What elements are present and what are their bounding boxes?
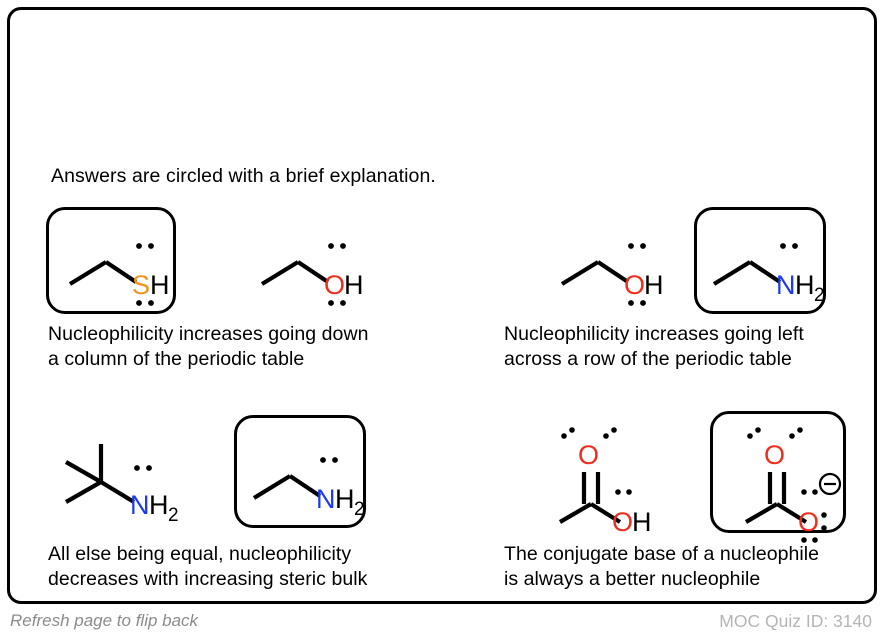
- lone-pair-dot: [148, 243, 154, 249]
- lone-pair-dot: [340, 243, 346, 249]
- lone-pair-dot: [780, 243, 786, 249]
- molecule-ethylamine[interactable]: N H 2: [702, 212, 827, 308]
- lone-pair-dot: [626, 489, 632, 495]
- lone-pair-dot: [628, 243, 634, 249]
- caption-top-right: Nucleophilicity increases going left acr…: [504, 323, 804, 370]
- lone-pair-dot: [146, 465, 152, 471]
- atom-subscript-2: 2: [814, 285, 825, 306]
- molecule-ethylamine[interactable]: N H 2: [242, 426, 367, 522]
- answer-highlight-box[interactable]: [46, 207, 176, 314]
- quiz-card: Answers are circled with a brief explana…: [7, 7, 877, 604]
- quadrant-top-left: S H O H Nucleophi: [40, 200, 460, 385]
- caption-top-left: Nucleophilicity increases going down a c…: [48, 323, 369, 370]
- molecule-row: O H N H 2: [498, 200, 884, 318]
- lone-pair-dot: [797, 427, 803, 433]
- lone-pair-dot: [628, 300, 634, 306]
- molecule-acetate-anion[interactable]: O O: [726, 416, 846, 543]
- lone-pair-dot: [561, 433, 567, 439]
- lone-pair-dot: [821, 525, 827, 531]
- lone-pair-dot: [611, 427, 617, 433]
- quadrant-top-right: O H N H 2 Nucleophilicity inc: [498, 200, 884, 385]
- caption-bottom-right: The conjugate base of a nucleophile is a…: [504, 543, 820, 590]
- atom-label-oxygen-hydroxyl: O: [612, 507, 633, 537]
- negative-charge-icon: [818, 472, 842, 496]
- atom-label-oxygen-carbonyl: O: [578, 440, 599, 470]
- lone-pair-dot: [755, 427, 761, 433]
- lone-pair-dot: [801, 489, 807, 495]
- molecule-row: O O H O: [498, 408, 884, 543]
- lone-pair-dot: [821, 512, 827, 518]
- atom-label-oxygen-anion: O: [798, 507, 819, 537]
- atom-label-hydrogen: H: [795, 270, 815, 300]
- lone-pair-dot: [136, 243, 142, 249]
- lone-pair-dot: [615, 489, 621, 495]
- atom-label-hydrogen: H: [149, 490, 169, 520]
- lone-pair-dot: [328, 243, 334, 249]
- lone-pair-dot: [320, 457, 326, 463]
- molecule-ethanol[interactable]: O H: [546, 212, 664, 308]
- lone-pair-dot: [340, 300, 346, 306]
- answer-highlight-box[interactable]: [694, 207, 826, 314]
- molecule-row: S H O H: [40, 200, 460, 318]
- lone-pair-dot: [640, 243, 646, 249]
- atom-label-nitrogen: N: [130, 490, 150, 520]
- atom-label-nitrogen: N: [316, 484, 336, 514]
- lone-pair-dot: [812, 537, 818, 543]
- atom-subscript-2: 2: [354, 499, 365, 520]
- molecule-acetic-acid[interactable]: O O H: [522, 416, 652, 537]
- lone-pair-dot: [328, 300, 334, 306]
- molecule-row: N H 2 N H 2: [40, 408, 460, 534]
- intro-text: Answers are circled with a brief explana…: [51, 165, 436, 187]
- atom-label-sulfur: S: [132, 270, 150, 300]
- atom-label-nitrogen: N: [776, 270, 796, 300]
- lone-pair-dot: [603, 433, 609, 439]
- lone-pair-dot: [332, 457, 338, 463]
- molecule-ethanethiol[interactable]: S H: [54, 212, 172, 308]
- atom-subscript-2: 2: [168, 505, 179, 526]
- atom-label-oxygen-carbonyl: O: [764, 440, 785, 470]
- lone-pair-dot: [148, 300, 154, 306]
- answer-highlight-box[interactable]: [234, 415, 366, 528]
- molecule-ethanol[interactable]: O H: [246, 212, 364, 308]
- lone-pair-dot: [789, 433, 795, 439]
- quiz-id-label: MOC Quiz ID: 3140: [719, 611, 872, 631]
- lone-pair-dot: [812, 489, 818, 495]
- atom-label-hydrogen: H: [150, 270, 170, 300]
- caption-bottom-left: All else being equal, nucleophilicity de…: [48, 543, 368, 590]
- refresh-note: Refresh page to flip back: [10, 611, 199, 630]
- molecule-tert-butylamine[interactable]: N H 2: [44, 424, 179, 526]
- lone-pair-dot: [134, 465, 140, 471]
- lone-pair-dot: [747, 433, 753, 439]
- atom-label-hydrogen: H: [632, 507, 652, 537]
- lone-pair-dot: [801, 537, 807, 543]
- lone-pair-dot: [792, 243, 798, 249]
- lone-pair-dot: [640, 300, 646, 306]
- quadrant-bottom-right: O O H O: [498, 408, 884, 598]
- lone-pair-dot: [136, 300, 142, 306]
- atom-label-oxygen: O: [624, 270, 645, 300]
- quadrant-bottom-left: N H 2 N H 2 All else being equal, nucleo…: [40, 408, 460, 598]
- footer-bar: Refresh page to flip back MOC Quiz ID: 3…: [0, 606, 884, 638]
- atom-label-hydrogen: H: [344, 270, 364, 300]
- atom-label-oxygen: O: [324, 270, 345, 300]
- atom-label-hydrogen: H: [335, 484, 355, 514]
- lone-pair-dot: [569, 427, 575, 433]
- atom-label-hydrogen: H: [644, 270, 664, 300]
